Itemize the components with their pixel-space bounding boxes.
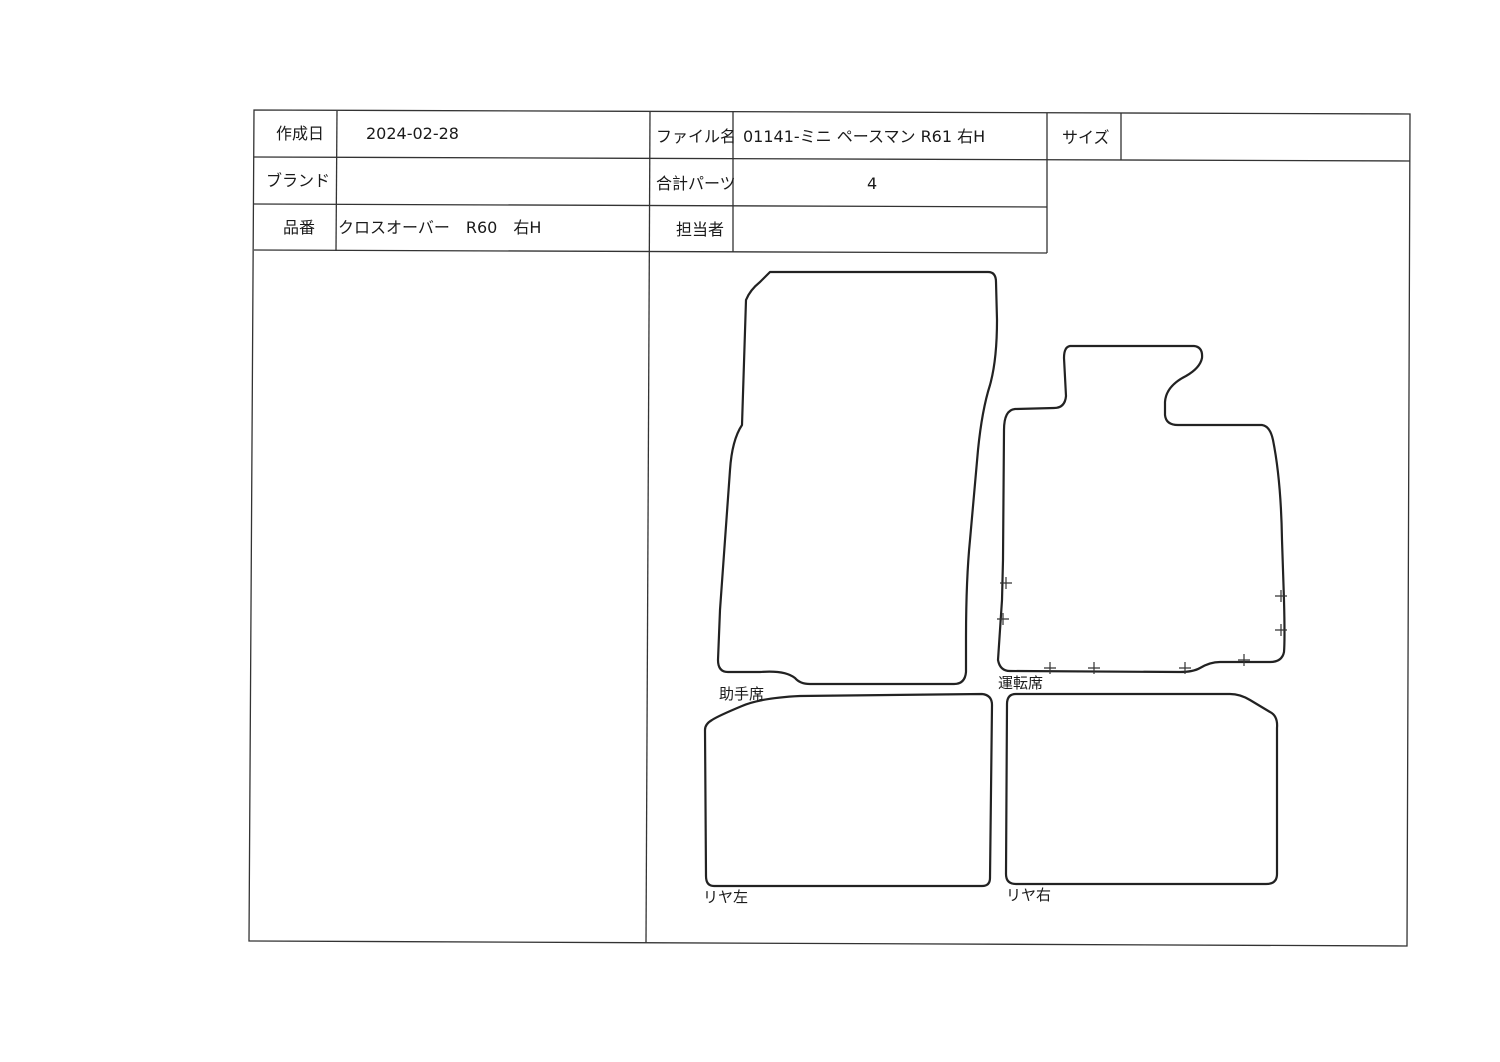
outer-border (248, 109, 1411, 947)
driver-mat-outline (996, 344, 1286, 674)
header-row-line-2 (253, 203, 1048, 208)
total-parts-value: 4 (867, 174, 878, 193)
marker-cross (1088, 662, 1100, 674)
part-label-rear-right: リヤ右 (1006, 886, 1052, 904)
marker-cross (1000, 577, 1012, 589)
header-row-line-1 (253, 156, 1411, 162)
driver-mat-markers (997, 577, 1287, 674)
file-name-value: 01141-ミニ ペースマン R61 右H (743, 127, 986, 146)
size-label: サイズ (1062, 128, 1110, 147)
marker-cross (1238, 654, 1250, 666)
marker-cross (1275, 624, 1287, 636)
brand-label: ブランド (266, 171, 331, 190)
rear-left-mat-outline (703, 692, 994, 888)
marker-cross (1275, 590, 1287, 602)
marker-cross (1179, 662, 1191, 674)
rear-right-mat-outline (1004, 692, 1279, 886)
total-parts-label: 合計パーツ (656, 174, 736, 193)
marker-cross (1044, 662, 1056, 674)
part-label-passenger: 助手席 (719, 685, 765, 703)
person-label: 担当者 (676, 220, 725, 239)
created-date-value: 2024-02-28 (366, 124, 459, 143)
col-line-2 (645, 111, 651, 944)
header-row-line-3 (253, 249, 1048, 254)
part-label-rear-left: リヤ左 (703, 888, 749, 906)
file-name-label: ファイル名 (656, 127, 737, 146)
col-line-1 (335, 110, 338, 252)
passenger-mat-outline (716, 270, 999, 686)
part-number-label: 品番 (283, 218, 316, 237)
part-number-value: クロスオーバー R60 右H (338, 218, 542, 237)
created-date-label: 作成日 (276, 124, 325, 143)
marker-cross (997, 613, 1009, 625)
part-label-driver: 運転席 (998, 674, 1044, 692)
